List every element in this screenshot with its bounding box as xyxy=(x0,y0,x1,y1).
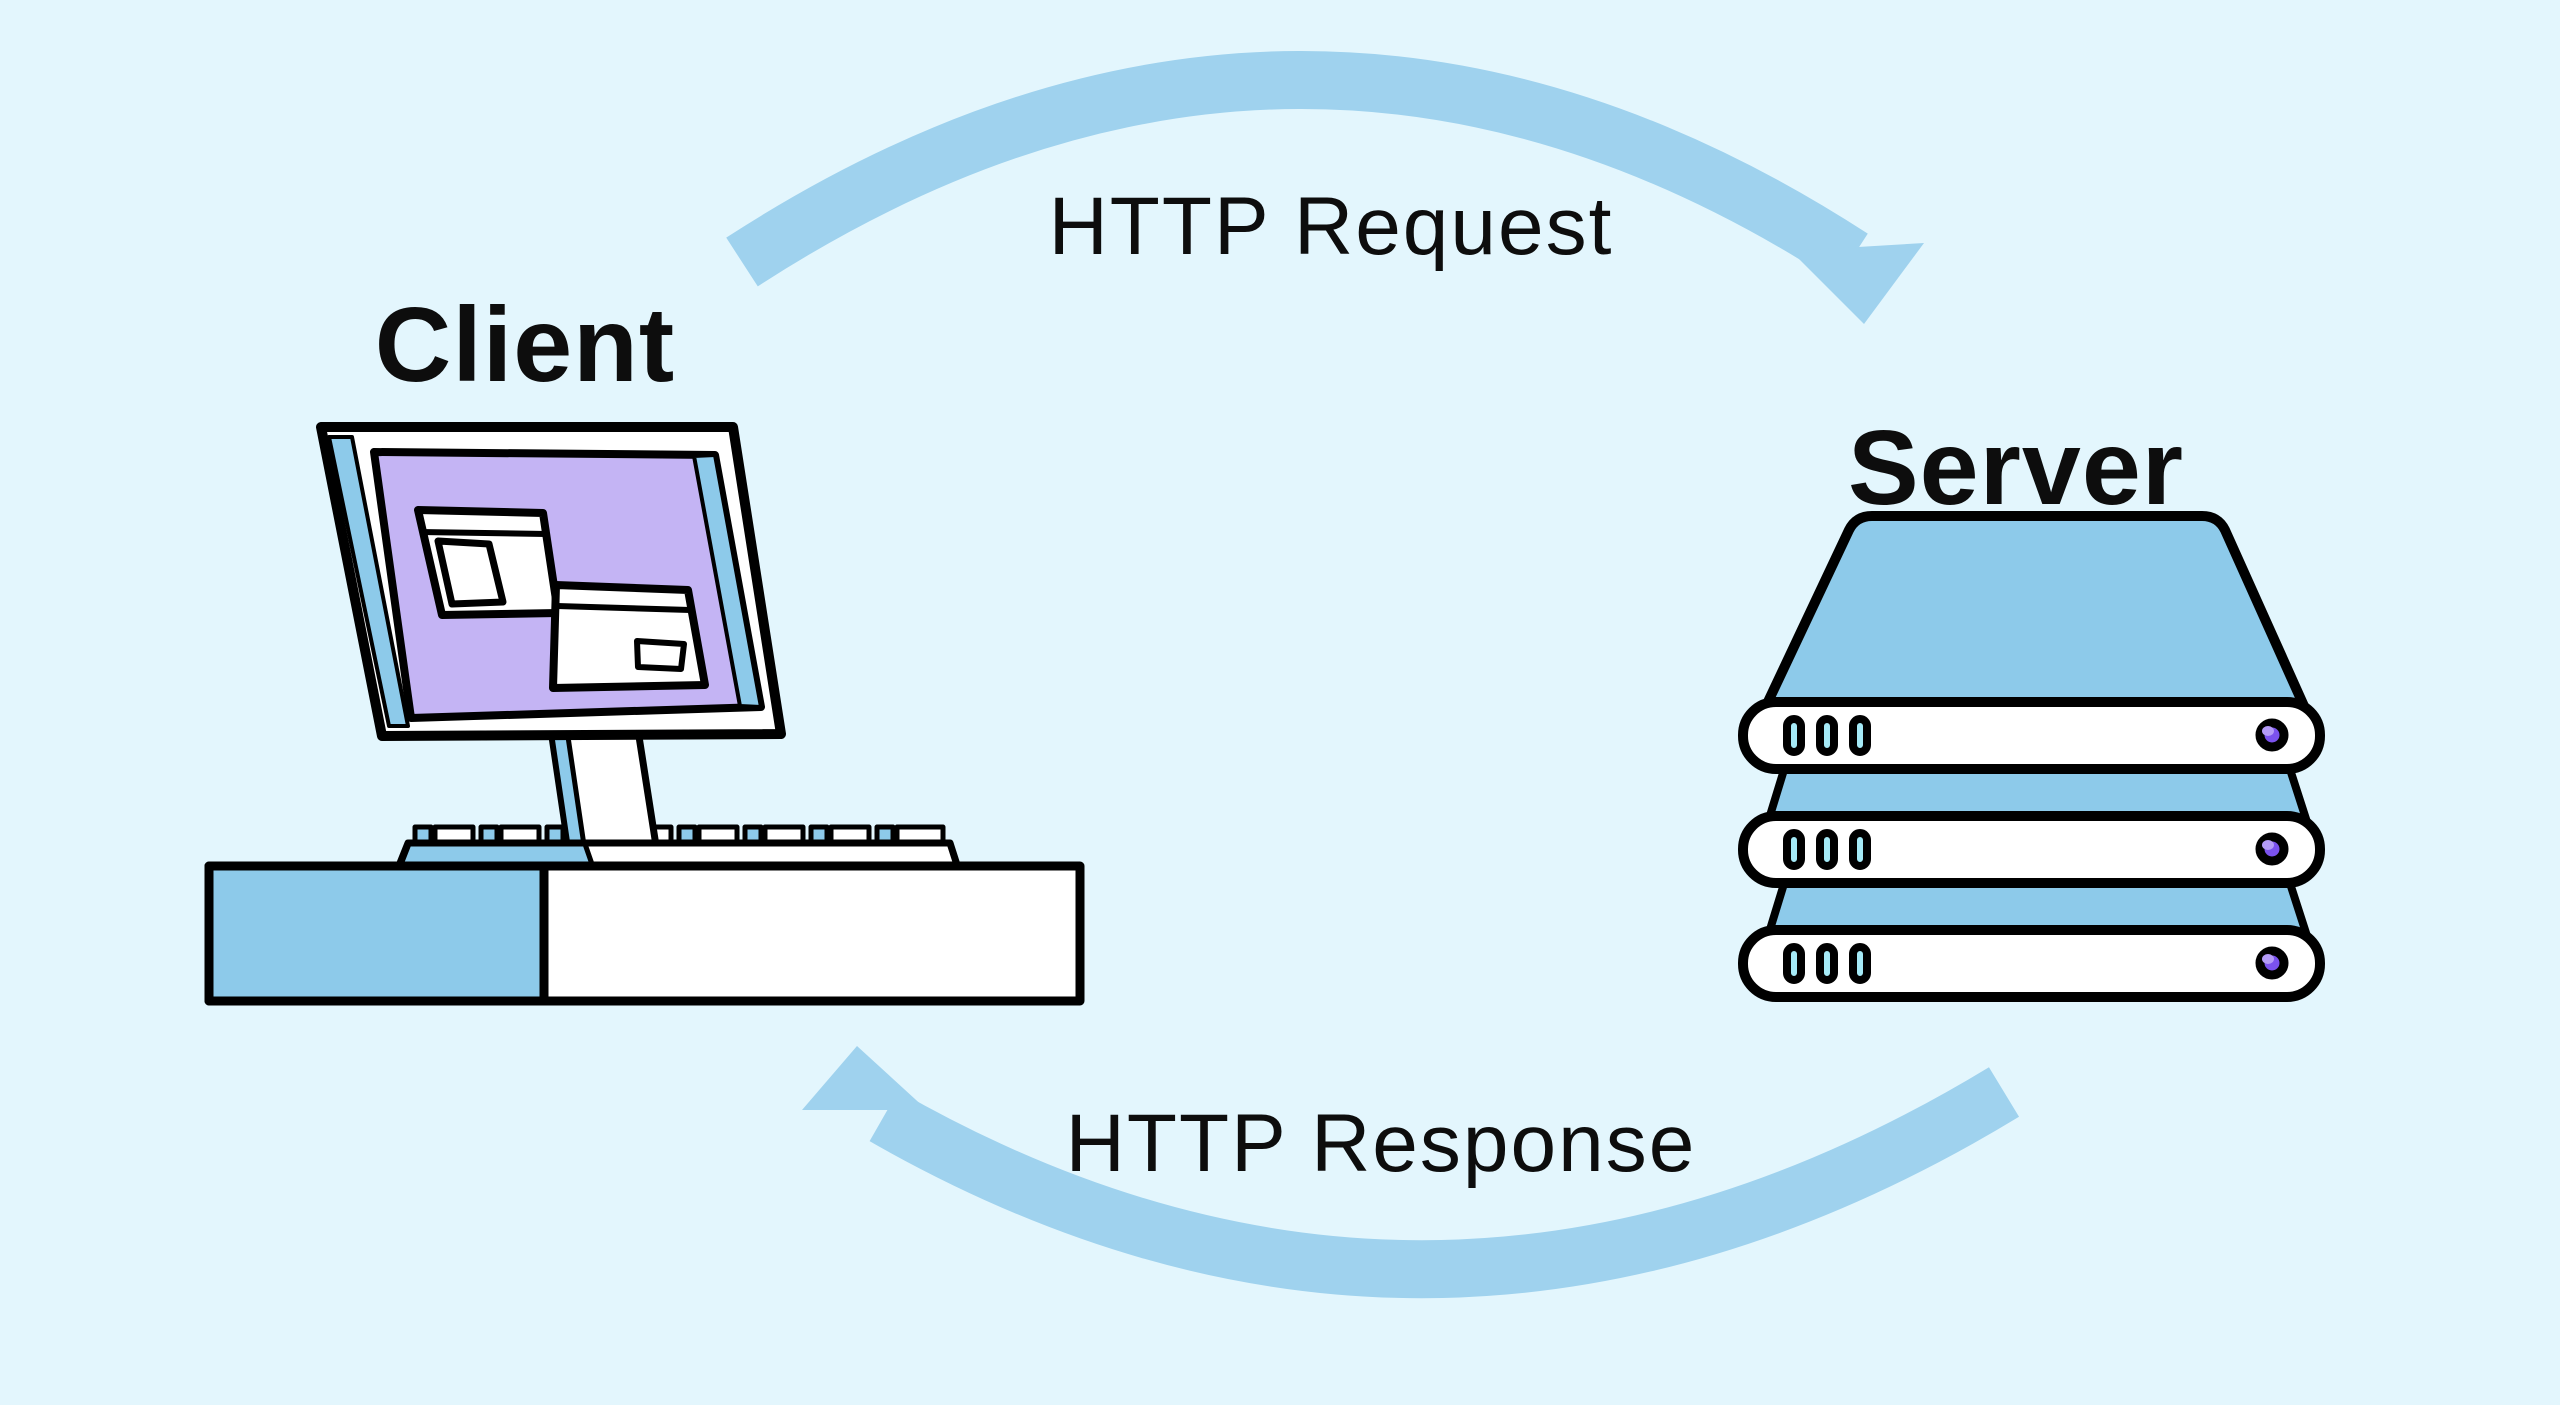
arc-arrow-left-icon xyxy=(802,1046,2020,1299)
vent-slots-icon xyxy=(1783,715,1871,756)
desktop-computer-icon xyxy=(204,422,1085,1006)
response-arrow-band xyxy=(869,1067,2020,1299)
server-rack-unit-3 xyxy=(1738,925,2325,1002)
server-label: Server xyxy=(1847,409,2185,527)
monitor-right-edge xyxy=(692,453,763,709)
server-rack-unit-1 xyxy=(1738,697,2325,774)
monitor xyxy=(316,422,786,741)
led-indicator-icon xyxy=(2255,832,2289,866)
client-label: Client xyxy=(374,286,676,404)
arc-arrow-right-icon xyxy=(726,51,1924,324)
monitor-stand xyxy=(547,726,661,856)
monitor-left-edge xyxy=(327,435,410,728)
screen-window-2 xyxy=(549,581,709,692)
server-stack-icon xyxy=(1738,511,2325,1002)
led-indicator-icon xyxy=(2255,718,2289,752)
system-unit-base xyxy=(204,861,1085,1006)
http-response-label: HTTP Response xyxy=(1065,1098,1697,1189)
request-arrowhead xyxy=(1791,243,1924,324)
vent-slots-icon xyxy=(1783,943,1871,984)
server-chassis-top xyxy=(1761,511,2309,711)
request-arrow-band xyxy=(726,51,1868,287)
vent-slots-icon xyxy=(1783,829,1871,870)
server-rack-unit-2 xyxy=(1738,811,2325,888)
screen-window-1 xyxy=(414,506,562,619)
response-arrowhead xyxy=(802,1046,927,1110)
led-indicator-icon xyxy=(2255,946,2289,980)
http-request-label: HTTP Request xyxy=(1048,181,1614,272)
